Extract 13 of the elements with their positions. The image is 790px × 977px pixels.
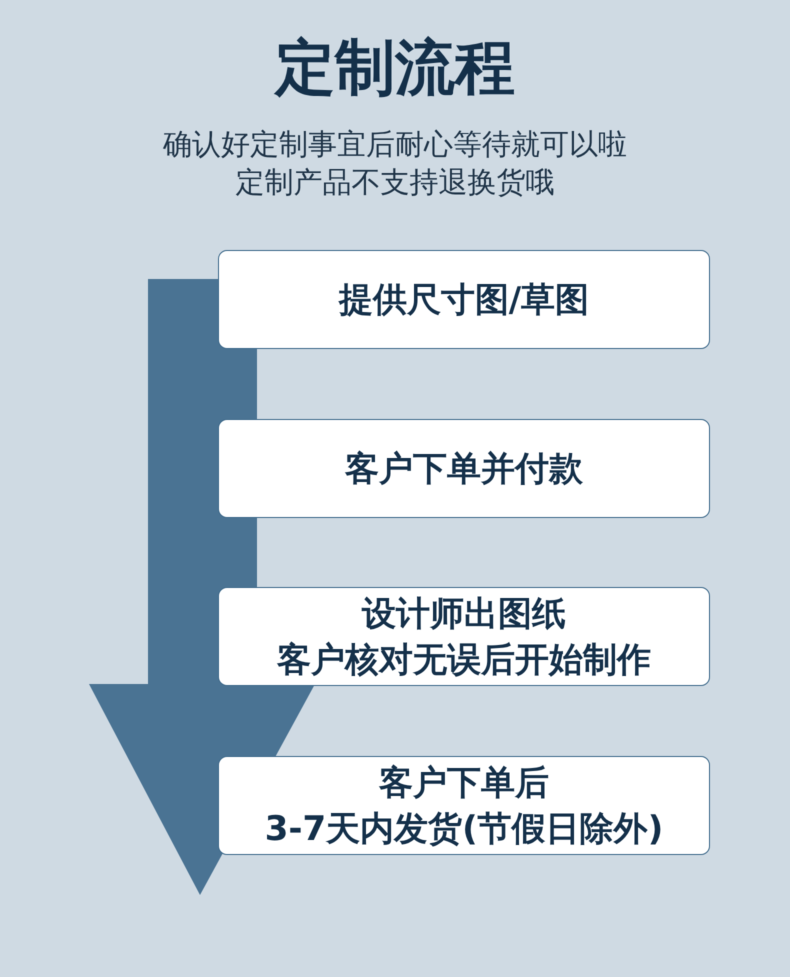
step-box bbox=[218, 250, 710, 349]
step-box bbox=[218, 419, 710, 518]
step-box bbox=[218, 756, 710, 855]
subtitle-text: 定制产品不支持退换货哦 bbox=[236, 164, 554, 200]
step-text: 3-7天内发货(节假日除外) bbox=[264, 808, 664, 850]
step-text: 设计师出图纸 bbox=[362, 592, 566, 636]
step-box bbox=[218, 587, 710, 686]
step-text: 客户核对无误后开始制作 bbox=[277, 638, 651, 682]
step-text: 提供尺寸图/草图 bbox=[338, 278, 590, 322]
subtitle-text: 确认好定制事宜后耐心等待就可以啦 bbox=[163, 126, 627, 162]
title: 定制流程 bbox=[275, 33, 515, 103]
step-text: 客户下单并付款 bbox=[345, 448, 583, 490]
step-text: 客户下单后 bbox=[379, 762, 549, 804]
